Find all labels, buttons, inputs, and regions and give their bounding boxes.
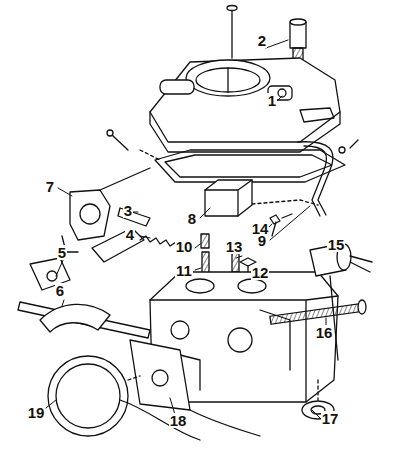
callout-number: 11 [175,263,193,278]
callout-number: 18 [169,413,188,428]
diaphragm-cover [48,356,200,440]
fuel-tube [298,142,333,215]
gasket [155,150,345,182]
accelerator-pump-cover [130,340,190,410]
callout-number: 16 [315,325,334,340]
callout-number: 1 [267,93,277,108]
throttle-shaft [18,302,150,338]
callout-number: 14 [251,221,270,236]
callout-number: 15 [327,237,346,252]
spring [140,236,176,246]
callout-number: 8 [187,211,197,226]
callout-number: 17 [321,411,340,426]
callout-number: 13 [225,239,244,254]
callout-number: 3 [123,203,133,218]
callout-number: 19 [27,405,46,420]
solenoid [290,19,306,60]
callout-number: 4 [125,227,135,242]
callout-number: 2 [257,33,267,48]
screw [231,6,232,58]
callout-number: 5 [57,245,67,260]
callout-number: 10 [175,239,194,254]
float [205,180,252,216]
callout-number: 12 [251,265,270,280]
idle-solenoid [310,244,372,360]
air-horn-cover [150,58,340,152]
callout-number: 6 [55,283,65,298]
callout-number: 7 [45,179,55,194]
